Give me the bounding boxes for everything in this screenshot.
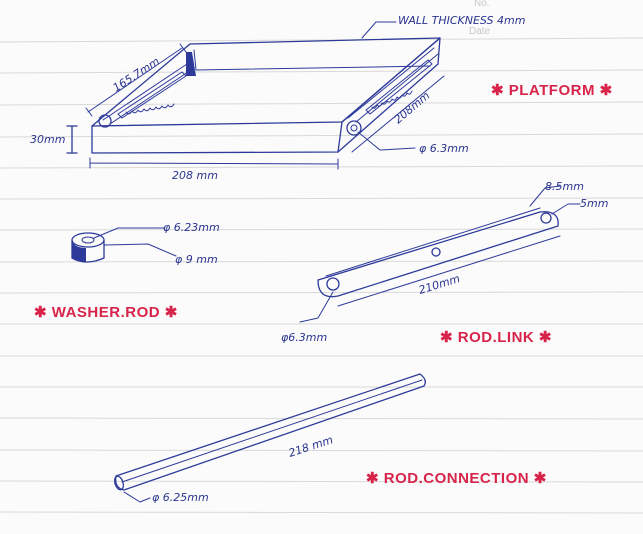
washer-rod-drawing <box>71 227 177 263</box>
page-date-label: Date <box>469 26 491 37</box>
washer-rod-title: ✱ WASHER.ROD ✱ <box>34 304 178 321</box>
rod-connection-title: ✱ ROD.CONNECTION ✱ <box>366 470 547 487</box>
rod-link-dim-2-label: 5mm <box>580 197 608 210</box>
rod-link-drawing <box>299 185 581 323</box>
wall-thickness-label: WALL THICKNESS 4mm <box>398 14 525 27</box>
rod-link-title: ✱ ROD.LINK ✱ <box>440 329 552 346</box>
washer-inner-dia-label: φ 6.23mm <box>163 221 220 234</box>
ruled-lines <box>0 37 643 514</box>
platform-title: ✱ PLATFORM ✱ <box>491 82 613 99</box>
platform-bottom-length-label: 208 mm <box>172 169 218 182</box>
rod-link-hole-dia-label: φ6.3mm <box>281 331 327 344</box>
page-number-label: No. <box>474 0 490 9</box>
platform-height-label: 30mm <box>30 133 65 146</box>
rod-connection-length-label: 218 mm <box>287 433 335 460</box>
rod-link-length-label: 210mm <box>417 272 461 297</box>
platform-drawing <box>66 21 445 170</box>
platform-width-label: 208mm <box>392 89 433 126</box>
rod-link-dim-1-label: 8.5mm <box>545 180 584 193</box>
washer-outer-dia-label: φ 9 mm <box>175 253 218 266</box>
rod-connection-dia-label: φ 6.25mm <box>152 491 209 504</box>
rod-connection-drawing <box>113 373 426 503</box>
platform-hole-dia-label: φ 6.3mm <box>419 142 469 155</box>
